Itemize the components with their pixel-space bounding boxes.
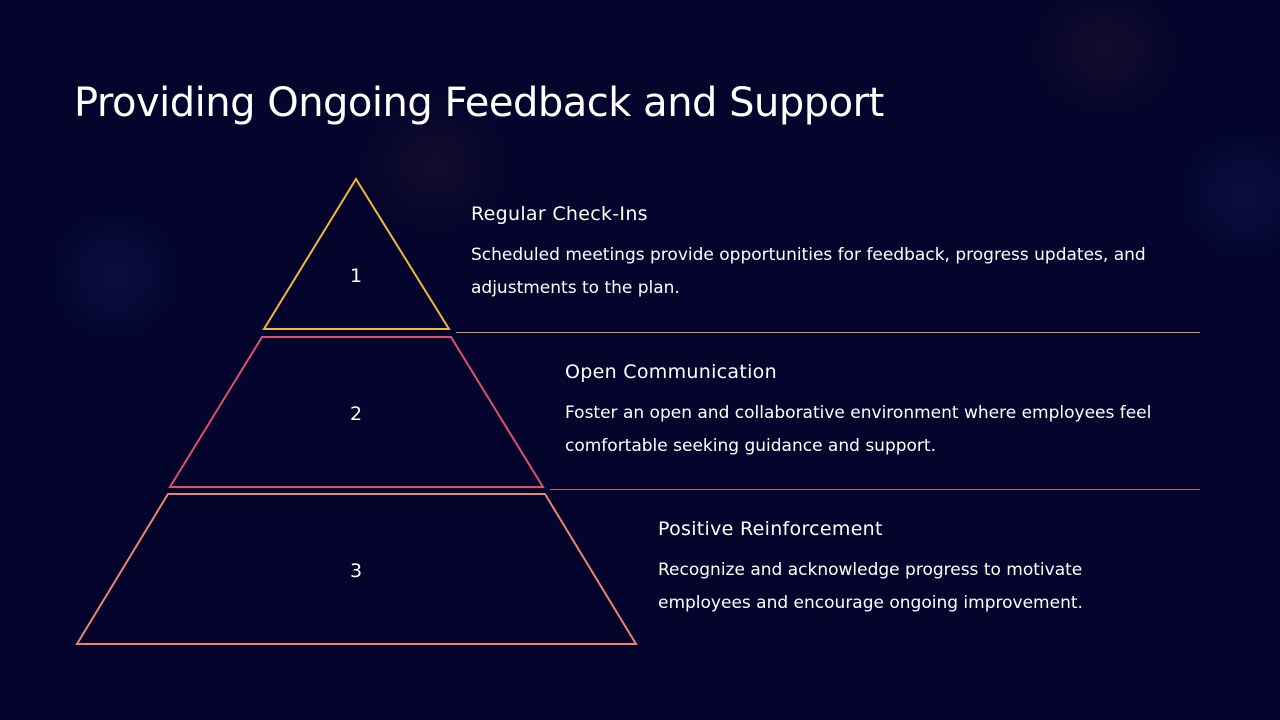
pyramid-level-1	[262, 177, 451, 330]
level-2-number: 2	[349, 403, 363, 425]
background-glow	[1210, 160, 1280, 230]
level-1-number: 1	[349, 265, 363, 287]
background-glow	[390, 130, 480, 200]
level-1-title: Regular Check-Ins	[471, 203, 648, 225]
level-3-description: Recognize and acknowledge progress to mo…	[658, 560, 1083, 613]
pyramid-level-2	[168, 336, 545, 488]
background-glow	[1060, 20, 1150, 80]
level-1-description: Scheduled meetings provide opportunities…	[471, 245, 1146, 298]
divider	[456, 332, 1200, 333]
level-2-title: Open Communication	[565, 361, 777, 383]
level-3-number: 3	[349, 560, 363, 582]
background-glow	[80, 240, 150, 310]
level-3-text: Positive Reinforcement Recognize and ack…	[658, 518, 1158, 620]
level-3-title: Positive Reinforcement	[658, 518, 883, 540]
pyramid-level-3	[75, 493, 638, 645]
divider	[550, 489, 1200, 490]
level-2-description: Foster an open and collaborative environ…	[565, 403, 1152, 456]
level-1-text: Regular Check-Ins Scheduled meetings pro…	[471, 203, 1191, 305]
page-title: Providing Ongoing Feedback and Support	[74, 80, 884, 126]
level-2-text: Open Communication Foster an open and co…	[565, 361, 1195, 463]
